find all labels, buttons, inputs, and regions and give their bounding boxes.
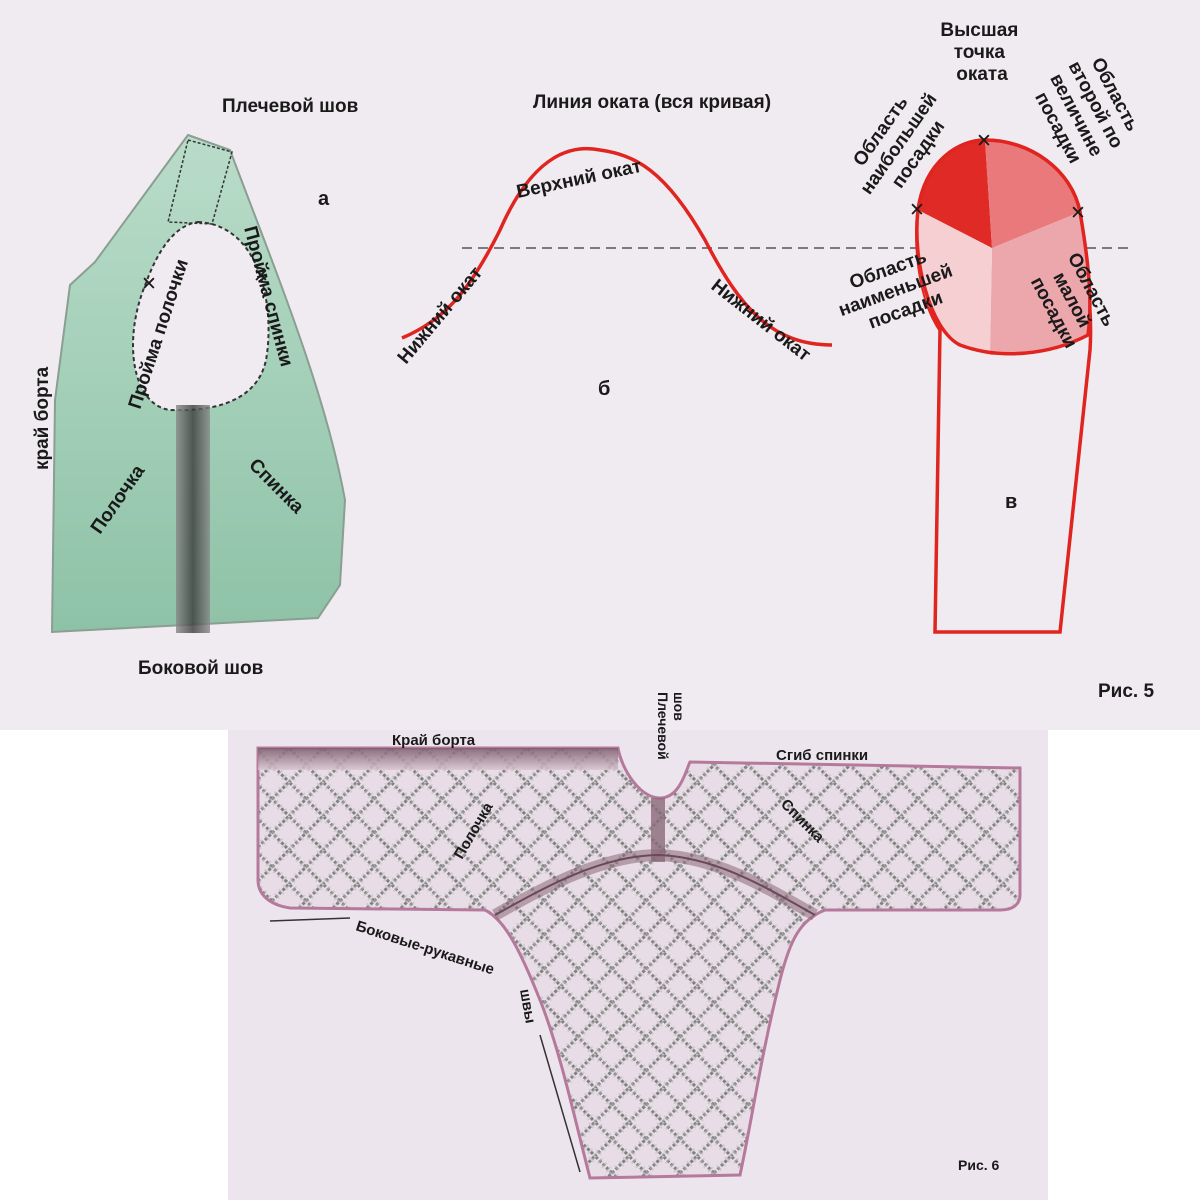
figure5-caption: Рис. 5 [1098, 681, 1154, 702]
zone-small-ease [990, 212, 1090, 355]
cap-outline [915, 138, 1092, 356]
highest-point-label: Высшая точка оката [940, 20, 1023, 85]
cap-line-title: Линия оката (вся кривая) [533, 92, 771, 113]
panel-c-letter: в [1005, 491, 1017, 513]
zone-least-ease [916, 210, 992, 355]
front-edge-band [258, 748, 618, 770]
armhole-opening [132, 220, 270, 412]
side-seam-strip [176, 405, 210, 633]
fig6-seams-word: швы [516, 988, 539, 1025]
zone-second-ease [985, 140, 1080, 248]
fig6-shoulder-seam-label: Плечевой шов [655, 692, 687, 764]
shoulder-seam-label: Плечевой шов [222, 96, 358, 117]
cross-mark-right-c: ✕ [1070, 203, 1086, 224]
cross-mark-left: ✕ [141, 274, 157, 295]
fig6-front-edge-label: Край борта [392, 732, 476, 749]
seam-leader-line-bottom [539, 1034, 581, 1173]
fig6-back-fold-label: Сгиб спинки [776, 747, 868, 764]
panel-c: ✕ ✕ ✕ Высшая точка оката Область наиболь… [836, 20, 1143, 634]
panel-a-letter: а [318, 188, 330, 210]
figure6-caption: Рис. 6 [958, 1157, 1000, 1173]
cross-mark-top: ✕ [976, 131, 992, 152]
side-seam-label: Боковой шов [138, 658, 263, 679]
armhole-seam-line [494, 853, 816, 916]
shoulder-seam-band [651, 798, 665, 862]
front-edge-label: край борта [32, 366, 53, 470]
cross-mark-left-c: ✕ [909, 200, 925, 221]
shoulder-seam-strip [167, 139, 233, 225]
panel-a: ✕ ✕ Плечевой шов Боковой шов а край борт… [32, 96, 358, 679]
cap-curve [401, 146, 833, 347]
kimono-pattern [256, 746, 1022, 1180]
panel-b-letter: б [598, 378, 610, 400]
cross-mark-right: ✕ [253, 266, 269, 287]
small-ease-label: Область малой посадки [1024, 249, 1122, 355]
seam-leader-line-top [269, 917, 351, 922]
